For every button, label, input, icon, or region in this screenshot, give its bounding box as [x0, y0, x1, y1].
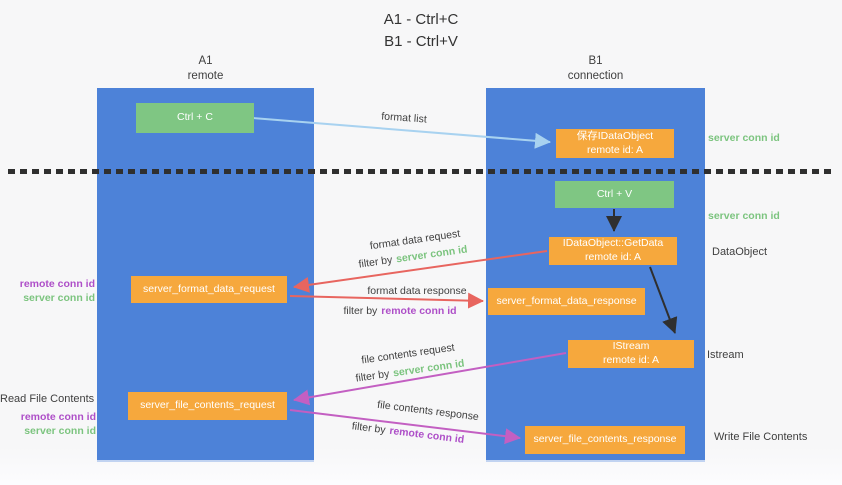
side-label-write-file-contents: Write File Contents	[714, 431, 808, 443]
side-label-remote-conn-id-top: remote conn id	[19, 278, 95, 290]
node-server-format-data-request-label: server_format_data_request	[143, 282, 275, 295]
lane-b1-subtitle: connection	[567, 69, 624, 82]
node-server-file-contents-response-label: server_file_contents_response	[533, 433, 677, 446]
lane-b1-header: B1 connection	[486, 54, 705, 84]
edge-label-file-contents-response: file contents response	[376, 398, 480, 424]
side-label-read-file-contents: Read File Contents	[0, 393, 95, 405]
node-server-format-data-response: server_format_data_response	[488, 288, 645, 315]
node-save-idataobject: 保存IDataObject remote id: A	[556, 129, 674, 158]
node-idataobject-getdata-line1: IDataObject::GetData	[562, 237, 664, 250]
node-server-file-contents-request: server_file_contents_request	[128, 392, 287, 420]
node-ctrl-v: Ctrl + V	[555, 181, 674, 208]
edge-label-format-list: format list	[380, 110, 428, 126]
node-server-format-data-request: server_format_data_request	[131, 276, 287, 303]
side-label-istream: Istream	[707, 349, 744, 361]
side-label-conn-ids-file: remote conn id server conn id	[0, 410, 96, 438]
side-label-server-conn-id-mid: server conn id	[708, 210, 780, 222]
lane-a1-subtitle: remote	[187, 69, 224, 82]
node-ctrl-c-label: Ctrl + C	[177, 111, 213, 124]
node-istream-line2: remote id: A	[602, 354, 660, 366]
side-label-server-conn-id-top: server conn id	[708, 132, 780, 144]
title-line-2: B1 - Ctrl+V	[384, 32, 458, 50]
node-save-idataobject-line2: remote id: A	[586, 143, 644, 156]
node-idataobject-getdata-line2: remote id: A	[584, 251, 642, 263]
node-istream-line1: IStream	[612, 340, 650, 353]
node-server-file-contents-response: server_file_contents_response	[525, 426, 685, 454]
machine-boundary-dashed-line	[8, 169, 832, 174]
side-label-remote-conn-id-bottom: remote conn id	[20, 411, 96, 423]
node-idataobject-getdata: IDataObject::GetData remote id: A	[549, 237, 677, 265]
edge-label-format-data-response: format data response	[367, 285, 467, 297]
node-ctrl-v-label: Ctrl + V	[596, 187, 633, 200]
node-save-idataobject-line1: 保存IDataObject	[576, 129, 654, 142]
side-label-dataobject: DataObject	[712, 246, 768, 258]
side-label-server-conn-id-left-top: server conn id	[23, 292, 95, 304]
lane-a1-header: A1 remote	[97, 54, 314, 84]
node-ctrl-c: Ctrl + C	[136, 103, 254, 133]
title-line-1: A1 - Ctrl+C	[383, 11, 459, 28]
lane-b1-title: B1	[588, 55, 603, 67]
node-server-format-data-response-label: server_format_data_response	[496, 294, 637, 307]
lane-a1-title: A1	[198, 55, 213, 67]
diagram-title: A1 - Ctrl+C B1 - Ctrl+V	[0, 9, 842, 53]
side-label-server-conn-id-left-bottom: server conn id	[24, 425, 96, 437]
side-label-conn-ids-format: remote conn id server conn id	[0, 277, 95, 305]
node-server-file-contents-request-label: server_file_contents_request	[140, 399, 275, 412]
node-istream: IStream remote id: A	[568, 340, 694, 368]
